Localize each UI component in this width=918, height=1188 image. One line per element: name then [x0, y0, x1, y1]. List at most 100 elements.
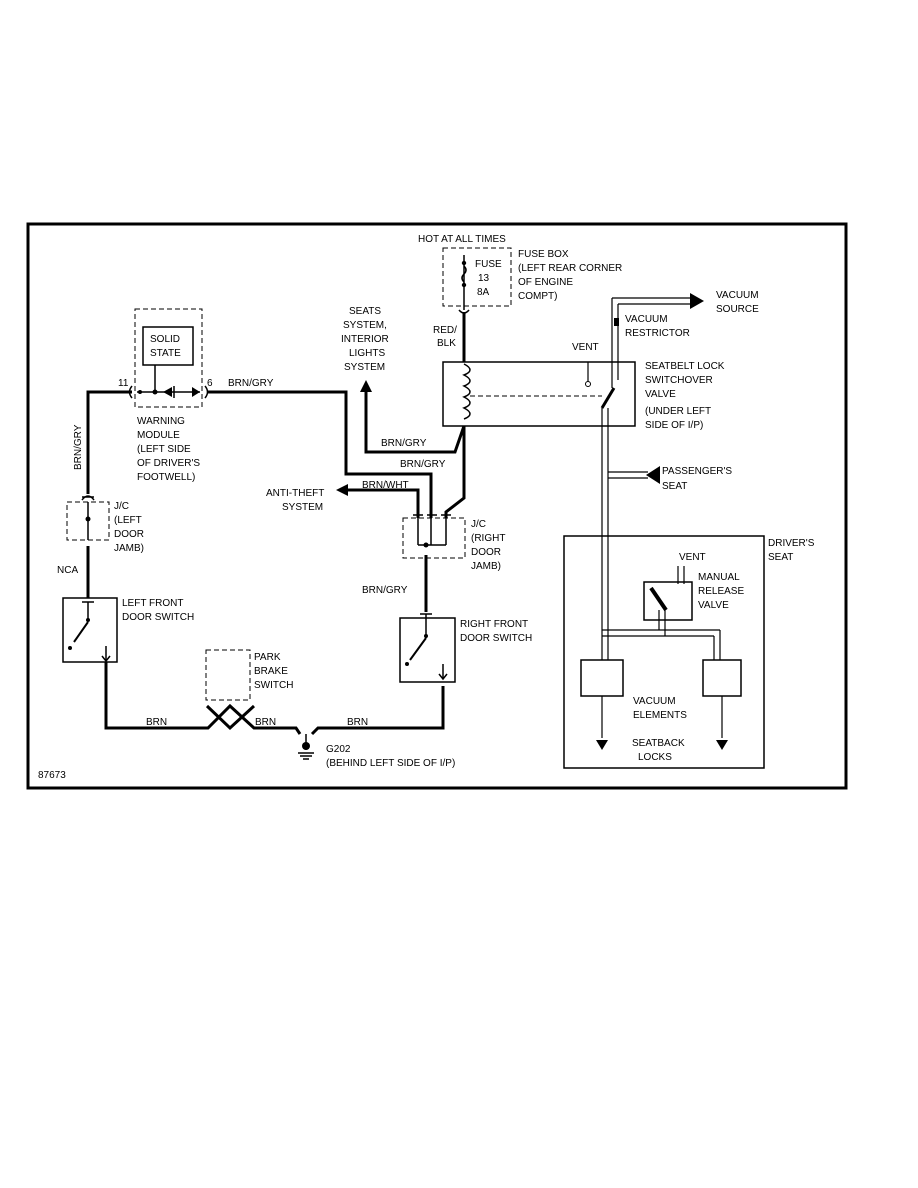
- jc-right-door-jamb: [402, 514, 466, 559]
- valve-label-4: (UNDER LEFT: [645, 406, 711, 417]
- warning-module-label-2: MODULE: [137, 430, 180, 441]
- jc-left-label-1: J/C: [114, 501, 129, 512]
- right-door-switch-label-1: RIGHT FRONT: [460, 619, 528, 630]
- manual-valve-label-2: RELEASE: [698, 586, 744, 597]
- manual-valve-label-3: VALVE: [698, 600, 729, 611]
- valve-label-1: SEATBELT LOCK: [645, 361, 725, 372]
- brn-label-3: BRN: [347, 717, 368, 728]
- warning-module-label-5: FOOTWELL): [137, 472, 195, 483]
- brn-gry-label-vertical: BRN/GRY: [73, 424, 84, 470]
- seats-system-label-5: SYSTEM: [344, 362, 385, 373]
- red-blk-label-1: RED/: [433, 325, 457, 336]
- vacuum-lines: [601, 293, 704, 660]
- fuse-box-label-2: (LEFT REAR CORNER: [518, 263, 622, 274]
- vacuum-source-label-2: SOURCE: [716, 304, 759, 315]
- hot-at-all-times-label: HOT AT ALL TIMES: [418, 234, 506, 245]
- wires: [86, 390, 466, 736]
- seats-system-label-4: LIGHTS: [349, 348, 385, 359]
- solid-state-label-2: STATE: [150, 348, 181, 359]
- jc-left-label-4: JAMB): [114, 543, 144, 554]
- red-blk-label-2: BLK: [437, 338, 456, 349]
- anti-theft-arrow: [336, 484, 348, 496]
- seats-system-label-2: SYSTEM,: [343, 320, 387, 331]
- anti-theft-label-1: ANTI-THEFT: [266, 488, 324, 499]
- left-door-switch-label-1: LEFT FRONT: [122, 598, 183, 609]
- solid-state-box: [142, 326, 194, 366]
- jc-left-label-2: (LEFT: [114, 515, 142, 526]
- vacuum-elements-label-2: ELEMENTS: [633, 710, 687, 721]
- fuse-label: FUSE: [475, 259, 502, 270]
- solenoid-coil: [462, 363, 471, 420]
- ground-g202: [298, 734, 314, 760]
- vacuum-source-label-1: VACUUM: [716, 290, 759, 301]
- brn-gry-label-seats: BRN/GRY: [381, 438, 427, 449]
- warning-module-label-3: (LEFT SIDE: [137, 444, 191, 455]
- diagram-id: 87673: [38, 770, 66, 781]
- brn-label-1: BRN: [146, 717, 167, 728]
- brn-wire-left: [104, 670, 302, 735]
- fuse-box-label-4: COMPT): [518, 291, 557, 302]
- brn-wire-right: [310, 686, 445, 736]
- seatback-lock-right: [716, 740, 728, 750]
- brn-gry-wire-valve: [444, 426, 466, 518]
- fuse-box: FUSE 13 8A: [442, 247, 512, 307]
- valve-label-5: SIDE OF I/P): [645, 420, 703, 431]
- vacuum-element-left: [580, 659, 624, 697]
- ground-label: G202: [326, 744, 351, 755]
- brn-wht-wire: [348, 488, 420, 518]
- left-door-switch-label-2: DOOR SWITCH: [122, 612, 194, 623]
- solid-state-label-1: SOLID: [150, 334, 180, 345]
- vacuum-source-arrow: [690, 293, 704, 309]
- seats-system-label-1: SEATS: [349, 306, 381, 317]
- vacuum-element-right: [702, 659, 742, 697]
- fuse-box-label-3: OF ENGINE: [518, 277, 573, 288]
- valve-vent-label: VENT: [572, 342, 599, 353]
- park-brake-switch: [205, 649, 251, 701]
- brn-label-2: BRN: [255, 717, 276, 728]
- passengers-seat-arrow: [646, 466, 660, 484]
- vacuum-restrictor-label-2: RESTRICTOR: [625, 328, 690, 339]
- valve-label-3: VALVE: [645, 389, 676, 400]
- brn-wht-label: BRN/WHT: [362, 480, 409, 491]
- fuse-number: 13: [478, 273, 490, 284]
- seats-system-arrow: [360, 380, 372, 392]
- park-brake-label-2: BRAKE: [254, 666, 288, 677]
- ground-location-label: (BEHIND LEFT SIDE OF I/P): [326, 758, 455, 769]
- brn-gry-label-valve: BRN/GRY: [400, 459, 446, 470]
- jc-left-label-3: DOOR: [114, 529, 144, 540]
- brn-gry-wire-left: [86, 390, 132, 494]
- passengers-seat-label-2: SEAT: [662, 481, 687, 492]
- brn-gry-label-right: BRN/GRY: [362, 585, 408, 596]
- drivers-seat-label-2: SEAT: [768, 552, 793, 563]
- seatback-locks-label-1: SEATBACK: [632, 738, 685, 749]
- left-front-door-switch: [62, 597, 118, 670]
- fuse-rating: 8A: [477, 287, 490, 298]
- right-front-door-switch: [399, 613, 456, 683]
- passengers-seat-label-1: PASSENGER'S: [662, 466, 732, 477]
- nca-label: NCA: [57, 565, 78, 576]
- seatback-locks-label-2: LOCKS: [638, 752, 672, 763]
- pin-6-label: 6: [207, 378, 213, 389]
- seatbelt-lock-valve: [442, 361, 636, 427]
- seatback-lock-left: [596, 740, 608, 750]
- seats-system-label-3: INTERIOR: [341, 334, 389, 345]
- brn-gry-label-module: BRN/GRY: [228, 378, 274, 389]
- drivers-seat-label-1: DRIVER'S: [768, 538, 815, 549]
- drivers-seat: [563, 535, 765, 769]
- warning-module: [128, 308, 209, 408]
- park-brake-wire: [205, 704, 256, 731]
- warning-module-label-1: WARNING: [137, 416, 185, 427]
- jc-right-label-4: JAMB): [471, 561, 501, 572]
- jc-right-label-3: DOOR: [471, 547, 501, 558]
- vacuum-restrictor-label-1: VACUUM: [625, 314, 668, 325]
- manual-valve-label-1: MANUAL: [698, 572, 740, 583]
- vacuum-elements-label-1: VACUUM: [633, 696, 676, 707]
- park-brake-label-1: PARK: [254, 652, 281, 663]
- park-brake-label-3: SWITCH: [254, 680, 293, 691]
- jc-right-label-1: J/C: [471, 519, 486, 530]
- manual-release-valve: [643, 581, 693, 621]
- jc-right-label-2: (RIGHT: [471, 533, 505, 544]
- manual-valve-vent-label: VENT: [679, 552, 706, 563]
- vacuum-restrictor: [614, 318, 619, 326]
